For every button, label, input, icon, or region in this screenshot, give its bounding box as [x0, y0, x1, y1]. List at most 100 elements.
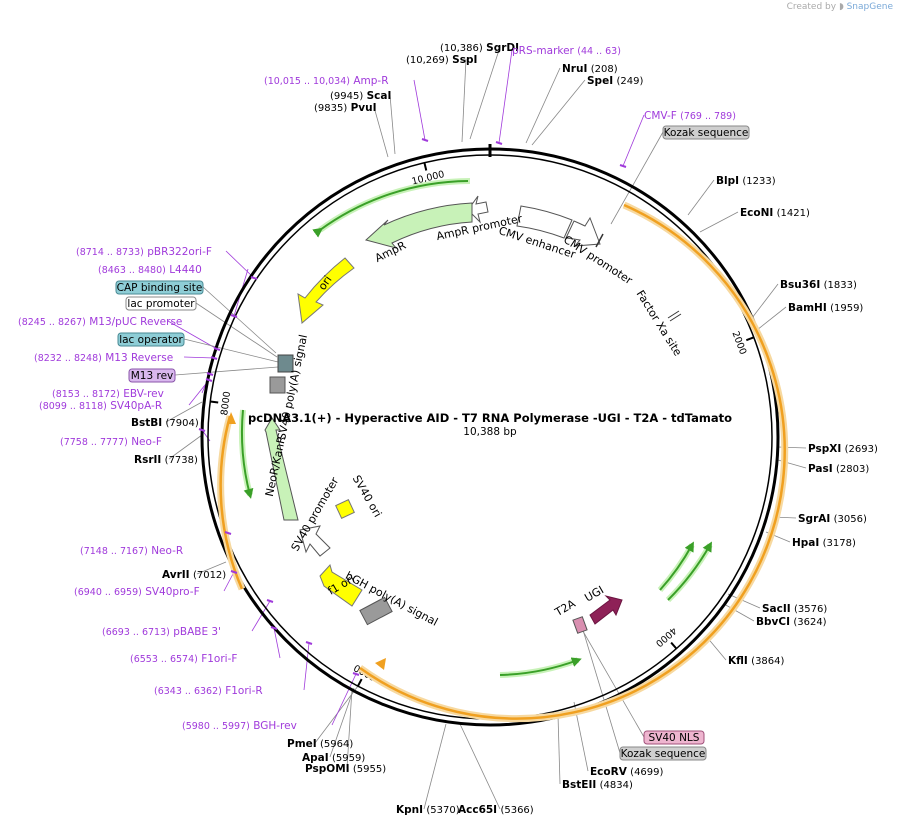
enzyme-avrii[interactable]: AvrII (7012): [162, 569, 226, 581]
box-label-lac-promoter[interactable]: lac promoter: [125, 296, 197, 311]
box-label-cap-binding-site[interactable]: CAP binding site: [115, 280, 204, 295]
box-leader-cap-binding-site-1: [202, 286, 277, 354]
primer-neo-f[interactable]: (7758 .. 7777) Neo-F: [60, 436, 162, 448]
box-label-text: Kozak sequence: [664, 127, 749, 139]
primer-site-cmv-f: [619, 164, 627, 168]
green-arc-top-line: [312, 180, 469, 238]
enzyme-name: PmeI: [287, 738, 317, 750]
primer-f1ori-f[interactable]: (6553 .. 6574) F1ori-F: [130, 653, 237, 665]
sv40-ori-box: [335, 499, 355, 519]
neor-kanr-arrow: [264, 417, 299, 521]
enzyme-position: (3056): [834, 514, 867, 525]
enzyme-nrui[interactable]: NruI (208): [562, 63, 618, 75]
box-label-sv40-nls[interactable]: SV40 NLS: [643, 730, 705, 745]
enzyme-blpi[interactable]: BlpI (1233): [716, 175, 776, 187]
enzyme-name: EcoRV: [590, 766, 628, 778]
enzyme-position: (3864): [751, 656, 784, 667]
enzyme-econi[interactable]: EcoNI (1421): [740, 207, 810, 219]
enzyme-hpai[interactable]: HpaI (3178): [792, 537, 856, 549]
primer-pbabe-3[interactable]: (6693 .. 6713) pBABE 3': [102, 626, 221, 638]
primer-cmv-f[interactable]: CMV-F (769 .. 789): [644, 110, 736, 122]
enzyme-position: (4834): [600, 780, 633, 791]
primer-prs-marker[interactable]: pRS-marker (44 .. 63): [512, 45, 621, 57]
primer-range: (8714 .. 8733): [76, 247, 144, 258]
feature-ugi[interactable]: UGI: [582, 583, 606, 604]
primer-amp-r[interactable]: (10,015 .. 10,034) Amp-R: [264, 75, 389, 87]
box-label-m13-rev[interactable]: M13 rev: [128, 368, 176, 383]
box-leader-lac-operator-3: [183, 338, 279, 363]
enzyme-bsu36i[interactable]: Bsu36I (1833): [780, 279, 857, 291]
enzyme-name: BstBI: [131, 417, 162, 429]
enzyme-spei[interactable]: SpeI (249): [587, 75, 643, 87]
enzyme-bbvci[interactable]: BbvCI (3624): [756, 616, 827, 628]
enzyme-sspi[interactable]: (10,269) SspI: [406, 54, 477, 66]
primer-name: F1ori-R: [225, 685, 262, 697]
primer-bgh-rev[interactable]: (5980 .. 5997) BGH-rev: [182, 720, 297, 732]
enzyme-name: PvuI: [351, 102, 377, 114]
primer-leader-prs-marker: [498, 49, 513, 144]
primer-m13-puc-reverse[interactable]: (8245 .. 8267) M13/pUC Reverse: [18, 316, 182, 328]
enzyme-name: AvrII: [162, 569, 190, 581]
factor-xa-mark-1: [667, 310, 680, 319]
primer-name: Neo-F: [131, 436, 162, 448]
box-label-bg: [619, 746, 707, 761]
leader-sgrdi: [469, 46, 501, 140]
feature-t2a[interactable]: T2A: [552, 597, 578, 620]
primer-name: SV40pro-F: [145, 586, 199, 598]
enzyme-name: SacII: [762, 603, 791, 615]
box-label-bg: [128, 368, 176, 383]
enzyme-apai[interactable]: ApaI (5959): [302, 752, 365, 764]
enzyme-name: KflI: [728, 655, 748, 667]
feature-factor-xa-site[interactable]: Factor Xa site: [634, 288, 685, 359]
primer-m13-reverse[interactable]: (8232 .. 8248) M13 Reverse: [34, 352, 173, 364]
ugi-arrow: [589, 595, 623, 625]
credit-brand: SnapGene: [846, 2, 893, 12]
enzyme-bamhi[interactable]: BamHI (1959): [788, 302, 863, 314]
enzyme-position: (10,386): [440, 43, 483, 54]
enzyme-sacii[interactable]: SacII (3576): [762, 603, 827, 615]
primer-sv40pro-f[interactable]: (6940 .. 6959) SV40pro-F: [74, 586, 200, 598]
primer-neo-r[interactable]: (7148 .. 7167) Neo-R: [80, 545, 183, 557]
enzyme-acc65i[interactable]: Acc65I (5366): [458, 804, 534, 816]
box-label-kozak-sequence[interactable]: Kozak sequence: [619, 746, 707, 761]
enzyme-pspomi[interactable]: PspOMI (5955): [305, 763, 386, 775]
primer-site-m13-puc-reverse: [213, 347, 221, 351]
enzyme-ecorv[interactable]: EcoRV (4699): [590, 766, 664, 778]
primer-l4440[interactable]: (8463 .. 8480) L4440: [98, 264, 202, 276]
enzyme-bsteii[interactable]: BstEII (4834): [562, 779, 633, 791]
primer-name: pBABE 3': [173, 626, 221, 638]
primer-ebv-rev[interactable]: (8153 .. 8172) EBV-rev: [52, 388, 164, 400]
enzyme-position: (9945): [330, 91, 363, 102]
box-label-kozak-sequence[interactable]: Kozak sequence: [662, 125, 750, 140]
primer-site-amp-r: [421, 138, 429, 142]
enzyme-name: SpeI: [587, 75, 613, 87]
enzyme-pspxi[interactable]: PspXI (2693): [808, 443, 878, 455]
primer-f1ori-r[interactable]: (6343 .. 6362) F1ori-R: [154, 685, 263, 697]
enzyme-rsrii[interactable]: RsrII (7738): [134, 454, 198, 466]
primer-pbr322ori-f[interactable]: (8714 .. 8733) pBR322ori-F: [76, 246, 212, 258]
enzyme-kpni[interactable]: KpnI (5370): [396, 804, 460, 816]
enzyme-pmei[interactable]: PmeI (5964): [287, 738, 353, 750]
primer-site-bgh-rev: [352, 672, 360, 676]
enzyme-sgrdi[interactable]: (10,386) SgrDI: [440, 42, 519, 54]
feature-bgh-poly-a-signal[interactable]: bGH poly(A) signal: [343, 569, 440, 629]
box-label-lac-operator[interactable]: lac operator: [117, 332, 185, 347]
primer-range: (8232 .. 8248): [34, 353, 102, 364]
green-arc-left-line: [240, 409, 254, 499]
primer-site-neo-r: [224, 531, 232, 535]
leader-pspomi: [346, 688, 353, 769]
primer-name: L4440: [169, 264, 202, 276]
enzyme-pasi[interactable]: PasI (2803): [808, 463, 869, 475]
enzyme-sgrai[interactable]: SgrAI (3056): [798, 513, 867, 525]
enzyme-position: (10,269): [406, 55, 449, 66]
enzyme-kfli[interactable]: KflI (3864): [728, 655, 785, 667]
feature-sv40-ori[interactable]: SV40 ori: [350, 473, 384, 520]
enzyme-bstbi[interactable]: BstBI (7904): [131, 417, 199, 429]
enzyme-scai[interactable]: (9945) ScaI: [330, 90, 391, 102]
leader-spei: [531, 79, 586, 146]
primer-sv40pa-r[interactable]: (8099 .. 8118) SV40pA-R: [39, 400, 162, 412]
primer-name: SV40pA-R: [110, 400, 162, 412]
enzyme-name: SgrAI: [798, 513, 830, 525]
enzyme-pvui[interactable]: (9835) PvuI: [314, 102, 377, 114]
primer-site-m13-reverse: [210, 356, 218, 360]
